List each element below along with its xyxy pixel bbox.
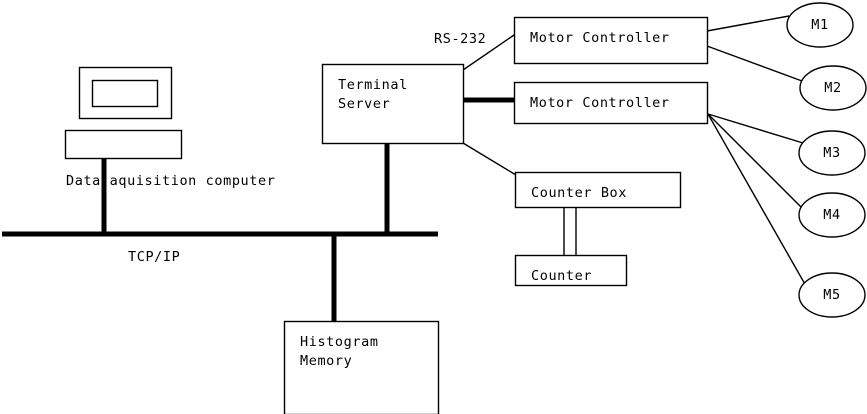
terminal-server-to-counter-box [462, 142, 517, 176]
counter-box-label: Counter Box [531, 185, 628, 201]
motor-m1-label: M1 [811, 17, 829, 33]
motor-controller-2-to-m3 [707, 113, 804, 144]
motor-m4-label: M4 [823, 207, 841, 223]
thin-connector-layer [462, 15, 807, 287]
monitor-layer [64, 66, 183, 160]
motor-controller-2-to-m4 [707, 113, 803, 209]
terminal-server-label: Terminal Server [338, 77, 408, 112]
motor-controller-2-label: Motor Controller [530, 95, 670, 111]
tcp-ip-label: TCP/IP [128, 249, 181, 265]
motor-controller-1-label: Motor Controller [530, 30, 670, 46]
motor-controller-2-box[interactable] [513, 81, 709, 125]
motor-m5-label: M5 [823, 287, 841, 303]
motor-m5-ellipse[interactable] [798, 272, 866, 318]
motor-m2-ellipse[interactable] [799, 65, 867, 111]
box-layer [283, 16, 709, 414]
data-acquisition-computer-label: Data aquisition computer [66, 173, 276, 189]
motor-m4-ellipse[interactable] [798, 192, 866, 238]
histogram-memory-label: Histogram Memory [300, 334, 379, 369]
motor-controller-2-to-m5 [707, 113, 807, 287]
rs-232-label: RS-232 [434, 31, 487, 47]
monitor-screen [91, 79, 159, 108]
counter-label: Counter [531, 268, 593, 284]
terminal-server-to-motor-controller-1 [462, 34, 515, 71]
motor-m1-ellipse[interactable] [786, 2, 854, 48]
motor-controller-1-to-m1 [706, 15, 790, 32]
motor-controller-1-to-m2 [706, 45, 803, 82]
counter-box[interactable] [514, 254, 628, 287]
terminal-server-box[interactable] [321, 63, 465, 145]
motor-m3-label: M3 [823, 145, 841, 161]
motor-m3-ellipse[interactable] [798, 130, 866, 176]
histogram-memory-box[interactable] [283, 320, 440, 414]
motor-controller-1-box[interactable] [513, 16, 709, 65]
motor-m2-label: M2 [824, 80, 842, 96]
counter-box-box[interactable] [514, 171, 682, 209]
motor-ellipse-layer [786, 2, 867, 318]
monitor-base[interactable] [64, 129, 183, 160]
thick-connector-layer [2, 97, 514, 321]
